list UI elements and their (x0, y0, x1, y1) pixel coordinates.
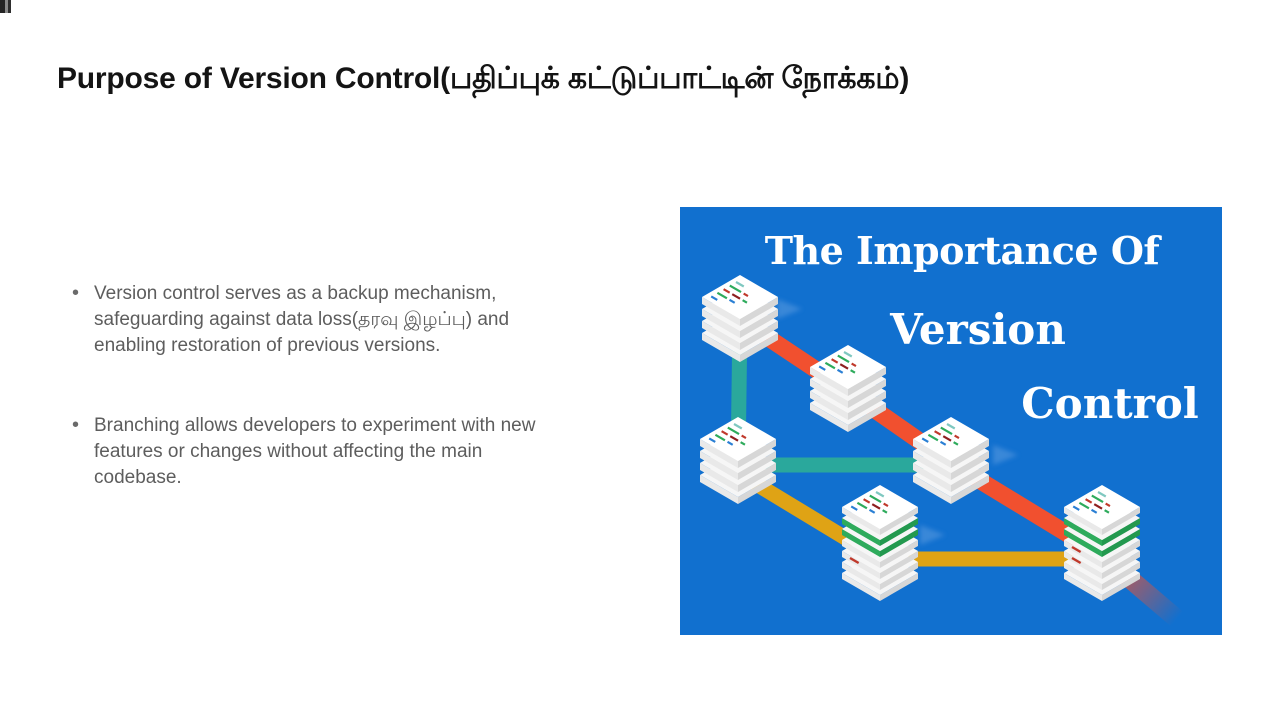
paper-stack-icon (702, 275, 778, 362)
infographic-title-line3: Control (1021, 379, 1198, 428)
bullet-text: Version control serves as a backup mecha… (94, 283, 510, 356)
paper-stack-icon (700, 417, 776, 504)
paper-stack-icon (1064, 485, 1140, 601)
infographic-title-line2: Version (889, 305, 1066, 354)
corner-artifact (0, 0, 11, 13)
infographic-title-line1: The Importance Of (765, 228, 1163, 273)
bullet-list: • Version control serves as a backup mec… (72, 281, 577, 545)
bullet-item: • Branching allows developers to experim… (72, 413, 577, 491)
bullet-text: Branching allows developers to experimen… (94, 415, 536, 488)
bullet-dot: • (72, 414, 80, 436)
watermark-arrow-icon (777, 299, 802, 319)
bullet-dot: • (72, 282, 80, 304)
paper-stack-icon (810, 345, 886, 432)
version-control-infographic: The Importance Of Version Control (680, 207, 1222, 635)
bullet-item: • Version control serves as a backup mec… (72, 281, 577, 359)
paper-stack-icon (842, 485, 918, 601)
paper-stack-icon (913, 417, 989, 504)
watermark-arrow-icon (993, 445, 1018, 465)
slide-title: Purpose of Version Control(பதிப்புக் கட்… (57, 62, 910, 95)
watermark-arrow-icon (920, 525, 945, 545)
